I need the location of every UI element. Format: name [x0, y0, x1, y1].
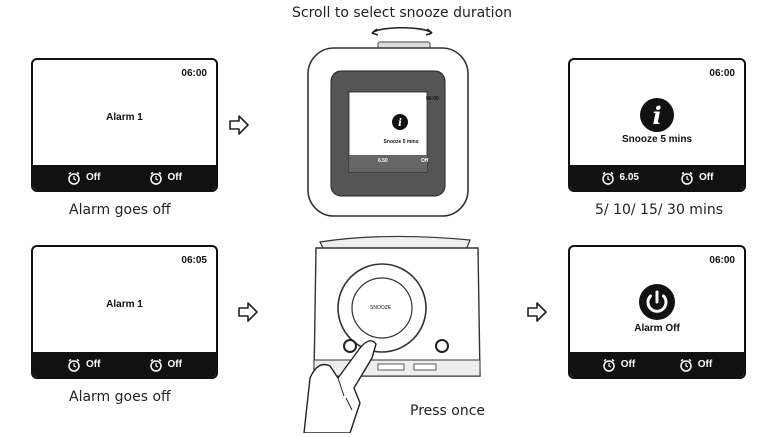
svg-text:i: i [652, 101, 661, 130]
screen-title: Snooze 5 mins [621, 134, 692, 145]
radio-device-front: i [307, 27, 469, 217]
alarm-clock-icon [67, 358, 81, 372]
info-icon: i [640, 98, 674, 132]
alarm-clock-icon [679, 358, 693, 372]
alarm-clock-icon [602, 358, 616, 372]
alarm-2-status: Off [680, 171, 713, 185]
alarm-1-status: Off [67, 358, 100, 372]
status-bar: Off Off [33, 352, 216, 377]
caption-alarm-goes-off-1: Alarm goes off [69, 202, 171, 218]
alarm-2-value: Off [167, 172, 182, 183]
screen-alarm-goes-off-2: 06:05 Alarm 1 Off Off [31, 245, 218, 379]
alarm-2-value: Off [697, 359, 713, 370]
screen-title: Alarm Off [634, 323, 680, 334]
alarm-clock-icon [67, 171, 81, 185]
alarm-1-status: Off [602, 358, 635, 372]
device-screen-title: Snooze 5 mins [383, 139, 419, 145]
status-bar: Off Off [570, 352, 744, 377]
screen-snooze: 06:00 i Snooze 5 mins 6.05 Off [568, 58, 746, 192]
alarm-clock-icon [601, 171, 615, 185]
radio-device-top [303, 235, 481, 433]
outline-arrow-right-icon [238, 302, 258, 322]
rotate-arrow-icon [371, 27, 433, 36]
alarm-2-status: Off [149, 171, 182, 185]
caption-durations: 5/ 10/ 15/ 30 mins [595, 202, 723, 218]
screen-alarm-off: 06:00 Alarm Off Off Off [568, 245, 746, 379]
device-screen-left: 6.50 [378, 158, 388, 164]
clock-time: 06:05 [181, 255, 207, 266]
svg-text:i: i [398, 118, 402, 129]
alarm-1-status: Off [67, 171, 100, 185]
caption-press-once: Press once [410, 403, 486, 419]
alarm-1-status: 6.05 [601, 171, 639, 185]
alarm-clock-icon [680, 171, 694, 185]
alarm-1-value: Off [86, 359, 101, 370]
alarm-1-value: 6.05 [619, 172, 639, 183]
caption-alarm-goes-off-2: Alarm goes off [69, 389, 171, 405]
alarm-2-status: Off [149, 358, 182, 372]
alarm-1-value: Off [620, 359, 636, 370]
outline-arrow-right-icon [527, 302, 547, 322]
alarm-1-value: Off [86, 172, 101, 183]
status-bar: Off Off [33, 165, 216, 190]
alarm-clock-icon [149, 358, 163, 372]
clock-time: 06:00 [709, 68, 735, 79]
alarm-2-status: Off [679, 358, 712, 372]
screen-title: Alarm 1 [106, 299, 143, 310]
alarm-2-value: Off [167, 359, 182, 370]
device-screen-right: Off [421, 158, 429, 164]
outline-arrow-right-icon [229, 115, 249, 135]
scroll-caption: Scroll to select snooze duration [292, 5, 513, 21]
screen-title: Alarm 1 [106, 112, 143, 123]
screen-alarm-goes-off-1: 06:00 Alarm 1 Off Off [31, 58, 218, 192]
device-screen-time: 06:00 [426, 96, 439, 102]
alarm-2-value: Off [699, 172, 714, 183]
hand-pointer-icon [303, 340, 377, 433]
clock-time: 06:00 [181, 68, 207, 79]
clock-time: 06:00 [709, 255, 735, 266]
alarm-clock-icon [149, 171, 163, 185]
snooze-button-label: SNOOZE [370, 305, 392, 311]
status-bar: 6.05 Off [570, 165, 744, 190]
power-icon [639, 284, 675, 320]
